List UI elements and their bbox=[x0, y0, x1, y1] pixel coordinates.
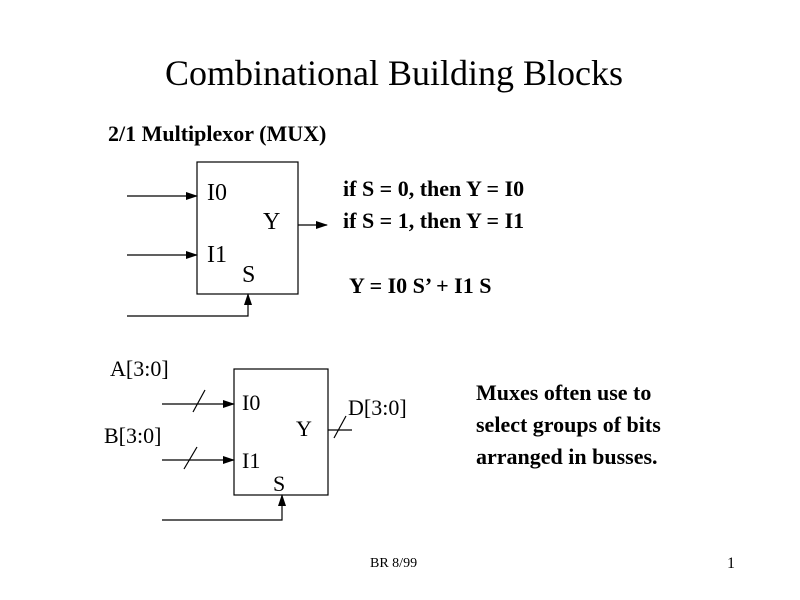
note-line-2: select groups of bits bbox=[476, 412, 661, 437]
page-number: 1 bbox=[727, 555, 735, 572]
footer-reference: BR 8/99 bbox=[370, 556, 418, 571]
mux1-in0-label: I0 bbox=[207, 180, 227, 206]
mux2-in0-bus-slash bbox=[192, 389, 206, 413]
mux1-equation: Y = I0 S’ + I1 S bbox=[349, 273, 492, 298]
mux2-bus-a-label: A[3:0] bbox=[110, 356, 169, 381]
mux1-sel-label: S bbox=[242, 262, 256, 288]
mux1-rule-s1: if S = 1, then Y = I1 bbox=[343, 208, 525, 233]
mux2-bus-b-label: B[3:0] bbox=[104, 423, 162, 448]
mux1-in1-label: I1 bbox=[207, 242, 227, 268]
note-line-3: arranged in busses. bbox=[476, 444, 658, 469]
mux1-sel-wire bbox=[127, 293, 252, 317]
mux2-in0-label: I0 bbox=[242, 390, 261, 415]
mux-subtitle: 2/1 Multiplexor (MUX) bbox=[108, 121, 327, 146]
slide-title: Combinational Building Blocks bbox=[165, 53, 623, 93]
mux2-in1-bus-slash bbox=[183, 446, 198, 470]
mux1-rule-s0: if S = 0, then Y = I0 bbox=[343, 176, 525, 201]
mux2-out-bus-slash bbox=[333, 415, 347, 439]
mux2-sel-label: S bbox=[273, 471, 286, 496]
mux2-sel-wire bbox=[162, 494, 286, 521]
note-line-1: Muxes often use to bbox=[476, 380, 652, 405]
mux2-in1-label: I1 bbox=[242, 448, 261, 473]
mux2-bus-d-label: D[3:0] bbox=[348, 395, 407, 420]
mux-note: Muxes often use to select groups of bits… bbox=[476, 377, 661, 473]
mux2-out-label: Y bbox=[296, 416, 312, 441]
mux1-out-label: Y bbox=[263, 209, 281, 235]
